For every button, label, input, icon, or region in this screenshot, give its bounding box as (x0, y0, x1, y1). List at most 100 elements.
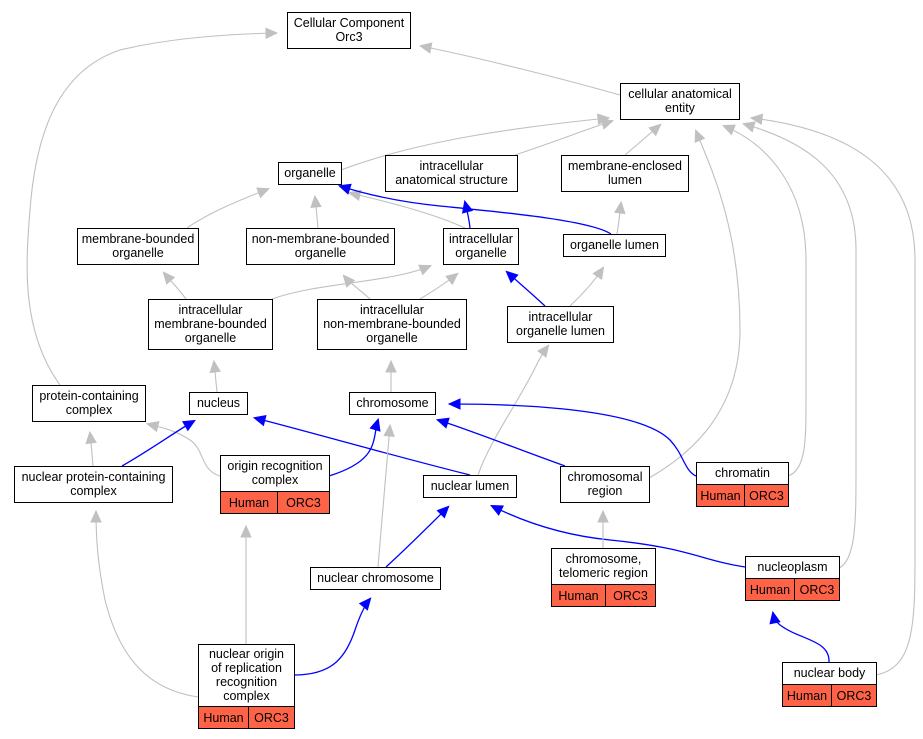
edge-chromosome-to-intracellular-non-membrane-bounded-organelle (385, 359, 397, 392)
node-label-line: origin recognition (227, 459, 322, 473)
node-label-line: nuclear body (794, 666, 866, 680)
edge-origin-recognition-complex-to-chromosome (328, 417, 381, 477)
edge-non-membrane-bounded-organelle-to-organelle (310, 194, 322, 229)
edge-origin-recognition-complex-to-protein-containing-complex (145, 420, 221, 477)
edge-organelle-lumen-to-membrane-enclosed-lumen (614, 200, 626, 235)
edge-intracellular-organelle-to-intracellular-anatomical-structure (461, 199, 474, 229)
node-label-line: Orc3 (335, 30, 362, 44)
node-label-line: organelle (295, 246, 346, 260)
node-label-line: telomeric region (559, 566, 648, 580)
node-label-line: lumen (608, 173, 642, 187)
node-intracellular-non-membrane-bounded-organelle[interactable]: intracellularnon-membrane-boundedorganel… (317, 299, 467, 350)
edge-intracellular-non-membrane-bounded-organelle-to-intracellular-organelle (419, 272, 459, 300)
edge-organelle-lumen-to-organelle (337, 183, 612, 235)
annotation-species: Human (750, 583, 790, 597)
edge-cellular-anatomical-entity-to-cellular-component-orc3 (418, 42, 621, 96)
edge-intracellular-non-membrane-bounded-organelle-to-non-membrane-bounded-organelle (342, 274, 371, 300)
node-label-line: organelle (455, 246, 506, 260)
node-label-line: cellular anatomical (628, 87, 732, 101)
annotation-row: Human ORC3 (696, 484, 789, 507)
annotation-gene: ORC3 (837, 689, 872, 703)
node-label-line: intracellular (420, 159, 484, 173)
node-label-line: nuclear chromosome (317, 571, 434, 585)
node-label-line: Cellular Component (294, 16, 405, 30)
node-label-line: nucleus (197, 396, 240, 410)
node-label-line: organelle (366, 331, 417, 345)
node-label-line: entity (665, 101, 696, 115)
node-label-line: membrane-bounded (82, 232, 195, 246)
edge-intracellular-membrane-bounded-organelle-to-intracellular-organelle (271, 264, 433, 300)
edge-chromosomal-region-to-cellular-anatomical-entity (648, 128, 741, 479)
annotation-species: Human (700, 489, 740, 503)
node-label-line: complex (70, 484, 117, 498)
edge-nuclear-lumen-to-nucleus (252, 414, 471, 476)
node-label-line: intracellular (529, 310, 593, 324)
edge-chromosomal-region-to-chromosome (435, 417, 566, 467)
edge-nuclear-protein-containing-complex-to-protein-containing-complex (85, 430, 97, 467)
edge-nucleoplasm-to-nuclear-lumen (490, 505, 746, 568)
node-label-line: complex (252, 473, 299, 487)
node-label-line: nuclear protein-containing (22, 470, 166, 484)
node-label-line: nuclear origin (209, 647, 284, 661)
node-nucleus[interactable]: nucleus (189, 392, 248, 415)
edge-chromosome-telomeric-region-to-chromosomal-region (597, 509, 609, 548)
edge-nuclear-chromosome-to-nuclear-lumen (385, 505, 450, 568)
node-chromosome[interactable]: chromosome (349, 392, 436, 415)
annotation-gene: ORC3 (800, 583, 835, 597)
edge-membrane-bounded-organelle-to-organelle (186, 187, 271, 229)
node-organelle-lumen[interactable]: organelle lumen (563, 234, 666, 257)
edge-chromatin-to-cellular-anatomical-entity (721, 124, 807, 477)
edge-nuclear-origin-of-replication-recognition-complex-to-origin-recognition-complex (240, 524, 252, 645)
annotation-gene: ORC3 (749, 489, 784, 503)
node-label-line: organelle (112, 246, 163, 260)
node-label-line: chromosome (356, 396, 428, 410)
annotation-species: Human (787, 689, 827, 703)
annotation-row: Human ORC3 (198, 706, 295, 729)
edge-nucleoplasm-to-cellular-anatomical-entity (741, 121, 857, 569)
node-nuclear-chromosome[interactable]: nuclear chromosome (310, 567, 441, 590)
node-label-line: intracellular (179, 303, 243, 317)
annotation-row: Human ORC3 (745, 578, 840, 601)
node-label-line: intracellular (360, 303, 424, 317)
node-nuclear-lumen[interactable]: nuclear lumen (423, 475, 517, 498)
edge-nuclear-origin-of-replication-recognition-complex-to-nuclear-protein-containing-complex (90, 509, 199, 698)
edge-intracellular-anatomical-structure-to-cellular-anatomical-entity (514, 118, 615, 156)
node-label-line: membrane-enclosed (568, 159, 682, 173)
edge-nucleus-to-intracellular-membrane-bounded-organelle (209, 359, 221, 393)
node-label-line: of replication (211, 661, 282, 675)
edge-protein-containing-complex-to-cellular-component-orc3 (26, 27, 279, 386)
node-label-line: complex (66, 403, 113, 417)
annotation-species: Human (203, 711, 243, 725)
node-label-line: organelle lumen (570, 238, 659, 252)
annotation-gene: ORC3 (613, 589, 648, 603)
node-label-line: intracellular (449, 232, 513, 246)
annotation-row: Human ORC3 (551, 584, 656, 607)
node-label-line: complex (223, 689, 270, 703)
node-organelle[interactable]: organelle (278, 162, 342, 185)
annotation-gene: ORC3 (254, 711, 289, 725)
edge-nuclear-chromosome-to-chromosome (377, 423, 395, 568)
annotation-species: Human (558, 589, 598, 603)
node-label-line: membrane-bounded (154, 317, 267, 331)
edge-nuclear-lumen-to-intracellular-organelle-lumen (477, 344, 550, 476)
